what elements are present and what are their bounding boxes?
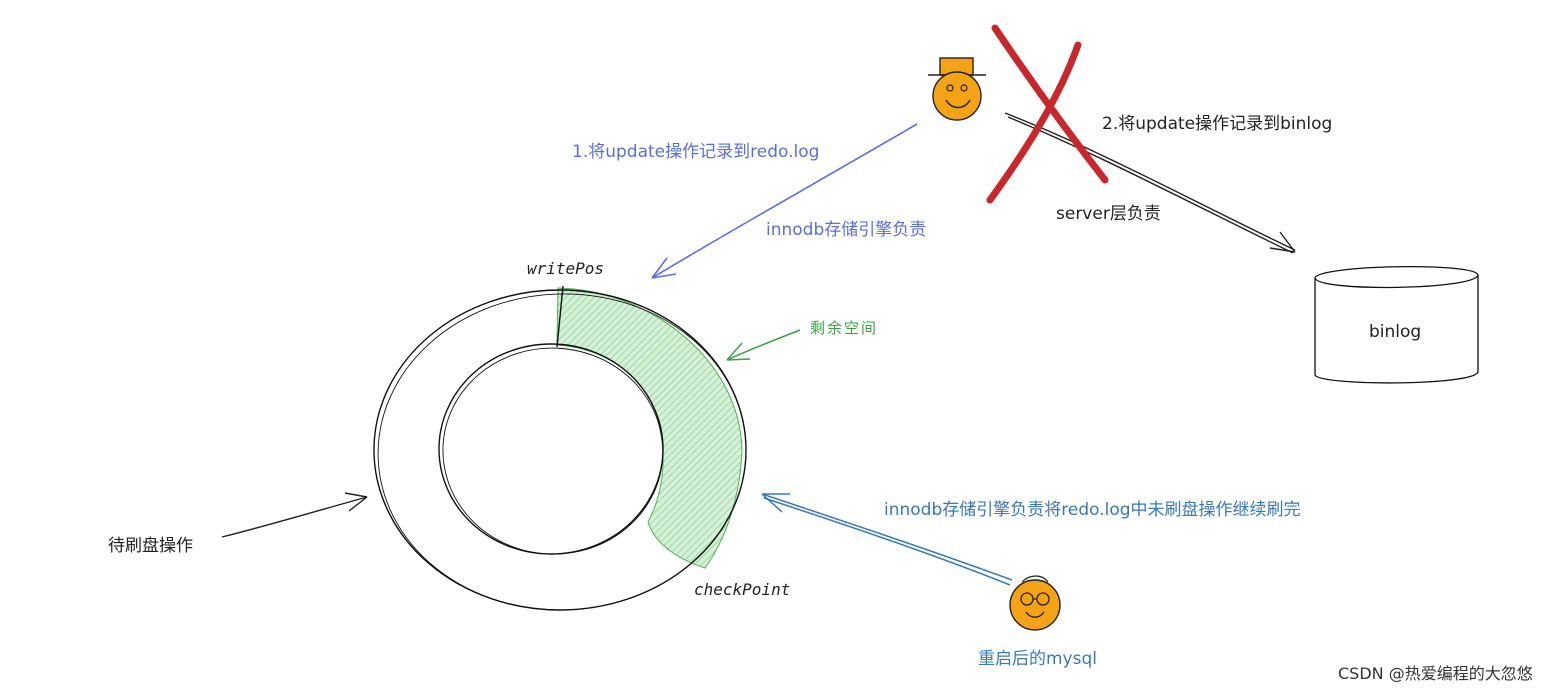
restarted-mysql-label: 重启后的mysql xyxy=(978,649,1097,669)
cancel-x-mark xyxy=(986,24,1109,204)
binlog-cylinder xyxy=(1314,265,1479,384)
redo-log-write-arrow xyxy=(651,123,918,279)
binlog-write-arrow xyxy=(1004,112,1296,254)
redo-log-ring xyxy=(373,285,747,611)
binlog-label: binlog xyxy=(1369,322,1422,342)
step1-label: 1.将update操作记录到redo.log xyxy=(572,142,820,162)
watermark: CSDN @热爱编程的大忽悠 xyxy=(1338,664,1533,683)
pending-flush-arrow xyxy=(221,492,368,538)
remaining-space-region xyxy=(556,287,743,569)
step2-label: 2.将update操作记录到binlog xyxy=(1102,114,1333,134)
restart-flush-label: innodb存储引擎负责将redo.log中未刷盘操作继续刷完 xyxy=(884,500,1301,520)
pending-flush-label: 待刷盘操作 xyxy=(108,536,193,556)
check-point-label: checkPoint xyxy=(694,580,791,599)
write-pos-label: writePos xyxy=(527,259,605,278)
restart-flush-arrow xyxy=(761,493,1013,586)
remaining-space-arrow xyxy=(726,329,801,361)
innodb-responsible-label: innodb存储引擎负责 xyxy=(766,220,927,240)
server-responsible-label: server层负责 xyxy=(1056,204,1161,224)
restarted-mysql-face-icon xyxy=(1009,575,1061,631)
remaining-space-label: 剩余空间 xyxy=(810,319,879,337)
write-pos-marker xyxy=(556,285,564,348)
mysql-face-icon xyxy=(928,57,986,121)
